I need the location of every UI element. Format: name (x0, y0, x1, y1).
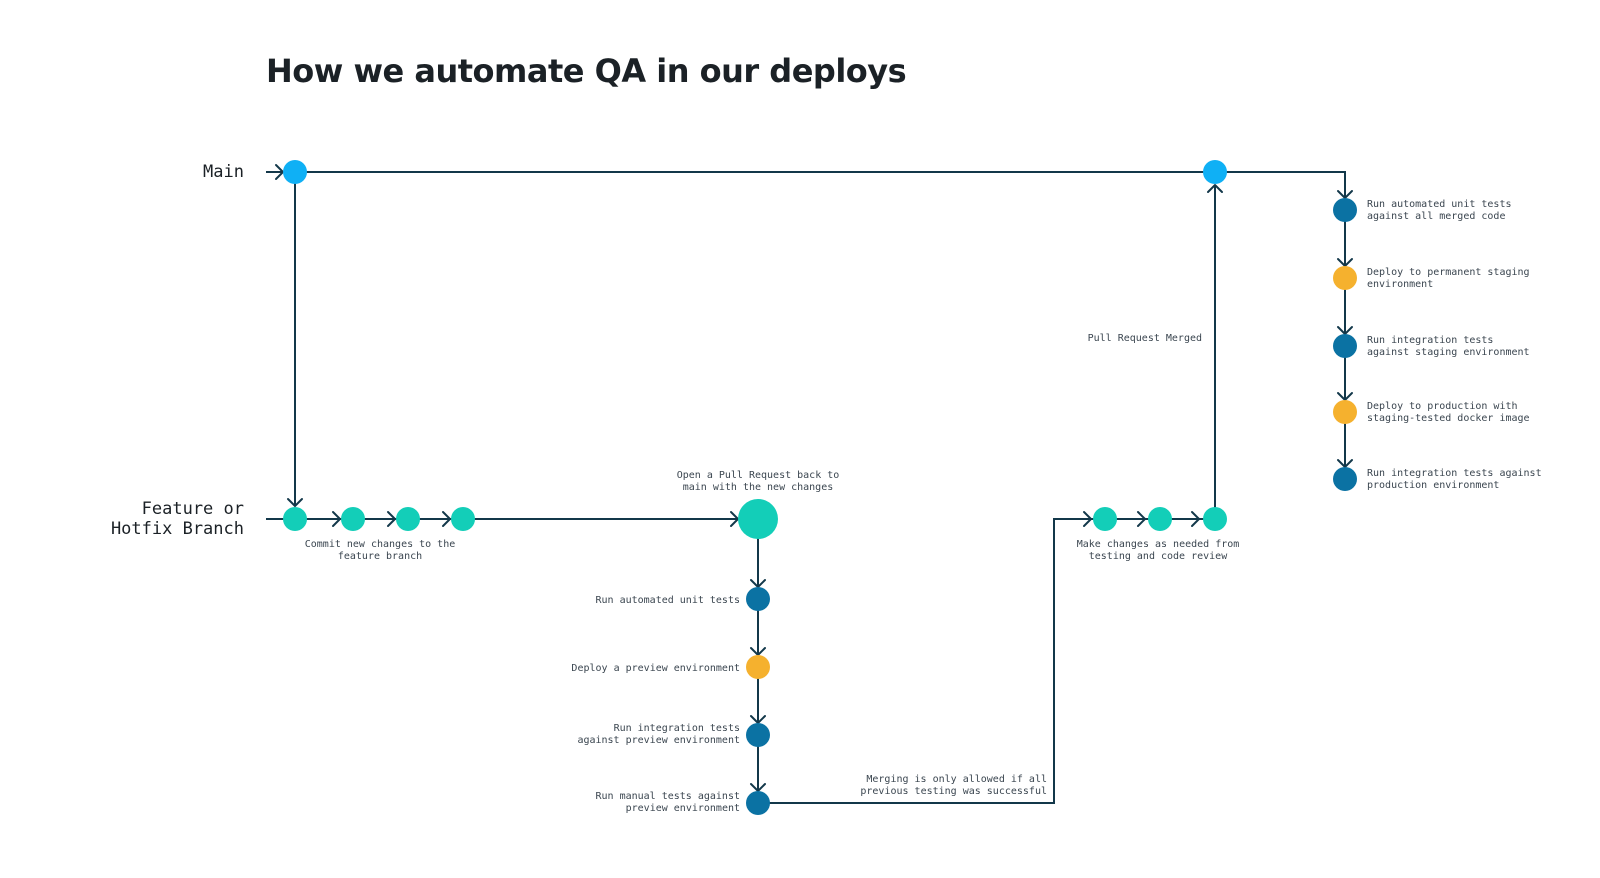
integration-staging-note-line2: against staging environment (1367, 347, 1530, 358)
make-changes-note-line2: testing and code review (1089, 551, 1228, 562)
merge-rule-note-line1: Merging is only allowed if all (866, 774, 1047, 785)
deploy-staging-note-line2: environment (1367, 279, 1433, 290)
deploy-production-note-line1: Deploy to production with (1367, 401, 1518, 412)
nodes (283, 160, 1357, 815)
change-node-1 (1093, 507, 1117, 531)
main-lane-label: Main (203, 162, 244, 182)
pull-request-node (738, 499, 778, 539)
change-node-3 (1203, 507, 1227, 531)
step-notes: Commit new changes to the feature branch… (305, 199, 1542, 814)
integration-production-note-line2: production environment (1367, 480, 1499, 491)
main-start-node (283, 160, 307, 184)
arrow-make-changes-3 (1191, 511, 1200, 527)
manual-tests-node (746, 791, 770, 815)
feature-lane-label-line1: Feature or (142, 499, 244, 519)
feature-commit-node-3 (396, 507, 420, 531)
integration-staging-node (1333, 334, 1357, 358)
make-changes-note-line1: Make changes as needed from (1077, 539, 1240, 550)
integration-preview-note-line2: against preview environment (577, 735, 740, 746)
deploy-production-node (1333, 400, 1357, 424)
pr-merged-note: Pull Request Merged (1088, 333, 1202, 344)
integration-staging-note-line1: Run integration tests (1367, 335, 1493, 346)
manual-tests-note-line2: preview environment (626, 803, 740, 814)
arrow-up-to-main (1207, 184, 1223, 193)
unit-tests-node (746, 587, 770, 611)
arrow-commit-3 (387, 511, 396, 527)
commit-note-line1: Commit new changes to the (305, 539, 456, 550)
feature-commit-node-2 (341, 507, 365, 531)
arrow-make-changes-1 (1083, 511, 1092, 527)
change-node-2 (1148, 507, 1172, 531)
feature-commit-node-4 (451, 507, 475, 531)
integration-production-node (1333, 467, 1357, 491)
main-unit-tests-note-line2: against all merged code (1367, 211, 1505, 222)
main-line (266, 171, 1346, 196)
main-unit-tests-note-line1: Run automated unit tests (1367, 199, 1512, 210)
arrow-commit-4 (442, 511, 451, 527)
integration-preview-node (746, 723, 770, 747)
arrow-down-to-feature (287, 498, 303, 507)
deploy-preview-note: Deploy a preview environment (571, 663, 740, 674)
merge-rule-note-line2: previous testing was successful (860, 786, 1047, 797)
feature-commit-node-1 (283, 507, 307, 531)
main-unit-tests-node (1333, 198, 1357, 222)
main-merge-node (1203, 160, 1227, 184)
merge-gate-line (758, 518, 1215, 804)
deploy-staging-node (1333, 266, 1357, 290)
commit-note-line2: feature branch (338, 551, 422, 562)
diagram-title: How we automate QA in our deploys (266, 52, 906, 90)
integration-production-note-line1: Run integration tests against (1367, 468, 1542, 479)
arrow-commit-2 (332, 511, 341, 527)
integration-preview-note-line1: Run integration tests (614, 723, 740, 734)
open-pr-note-line1: Open a Pull Request back to (677, 470, 840, 481)
arrow-make-changes-2 (1137, 511, 1146, 527)
feature-lane-label-line2: Hotfix Branch (111, 519, 244, 539)
deploy-production-note-line2: staging-tested docker image (1367, 413, 1530, 424)
manual-tests-note-line1: Run manual tests against (596, 791, 741, 802)
open-pr-note-line2: main with the new changes (683, 482, 834, 493)
unit-tests-note: Run automated unit tests (596, 595, 741, 606)
deploy-staging-note-line1: Deploy to permanent staging (1367, 267, 1530, 278)
deploy-preview-node (746, 655, 770, 679)
